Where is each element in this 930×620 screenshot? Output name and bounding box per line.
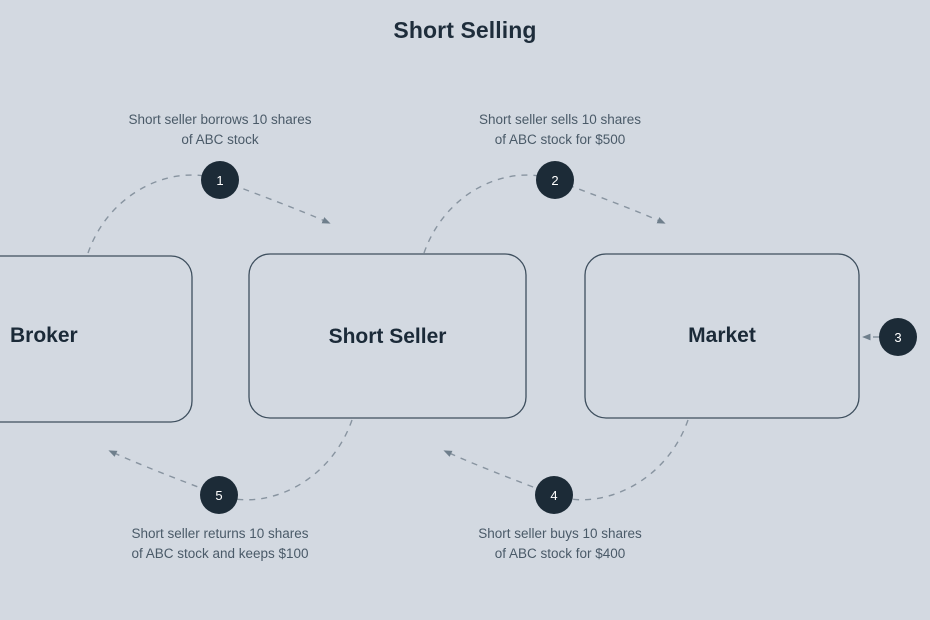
node-box-market xyxy=(584,253,860,419)
node-label-broker: Broker xyxy=(10,324,78,347)
connector-step-5 xyxy=(108,419,353,501)
step-badge-5: 5 xyxy=(200,476,238,514)
edge-label-step-2: Short seller sells 10 shares of ABC stoc… xyxy=(478,112,642,147)
node-box-broker xyxy=(0,255,193,423)
step-badge-4: 4 xyxy=(535,476,573,514)
step-badge-1: 1 xyxy=(201,161,239,199)
edge-label-step-1: Short seller borrows 10 shares of ABC st… xyxy=(128,112,312,147)
node-label-market: Market xyxy=(688,324,756,347)
step-badge-2: 2 xyxy=(536,161,574,199)
node-label-short-seller: Short Seller xyxy=(328,325,447,348)
step-badge-3: 3 xyxy=(879,318,917,356)
page-title: Short Selling xyxy=(393,17,537,43)
edge-label-step-5: Short seller returns 10 shares of ABC st… xyxy=(131,526,309,561)
edge-label-step-4: Short seller buys 10 shares of ABC stock… xyxy=(478,526,642,561)
connector-step-4 xyxy=(443,419,689,501)
node-box-short-seller xyxy=(248,253,527,419)
